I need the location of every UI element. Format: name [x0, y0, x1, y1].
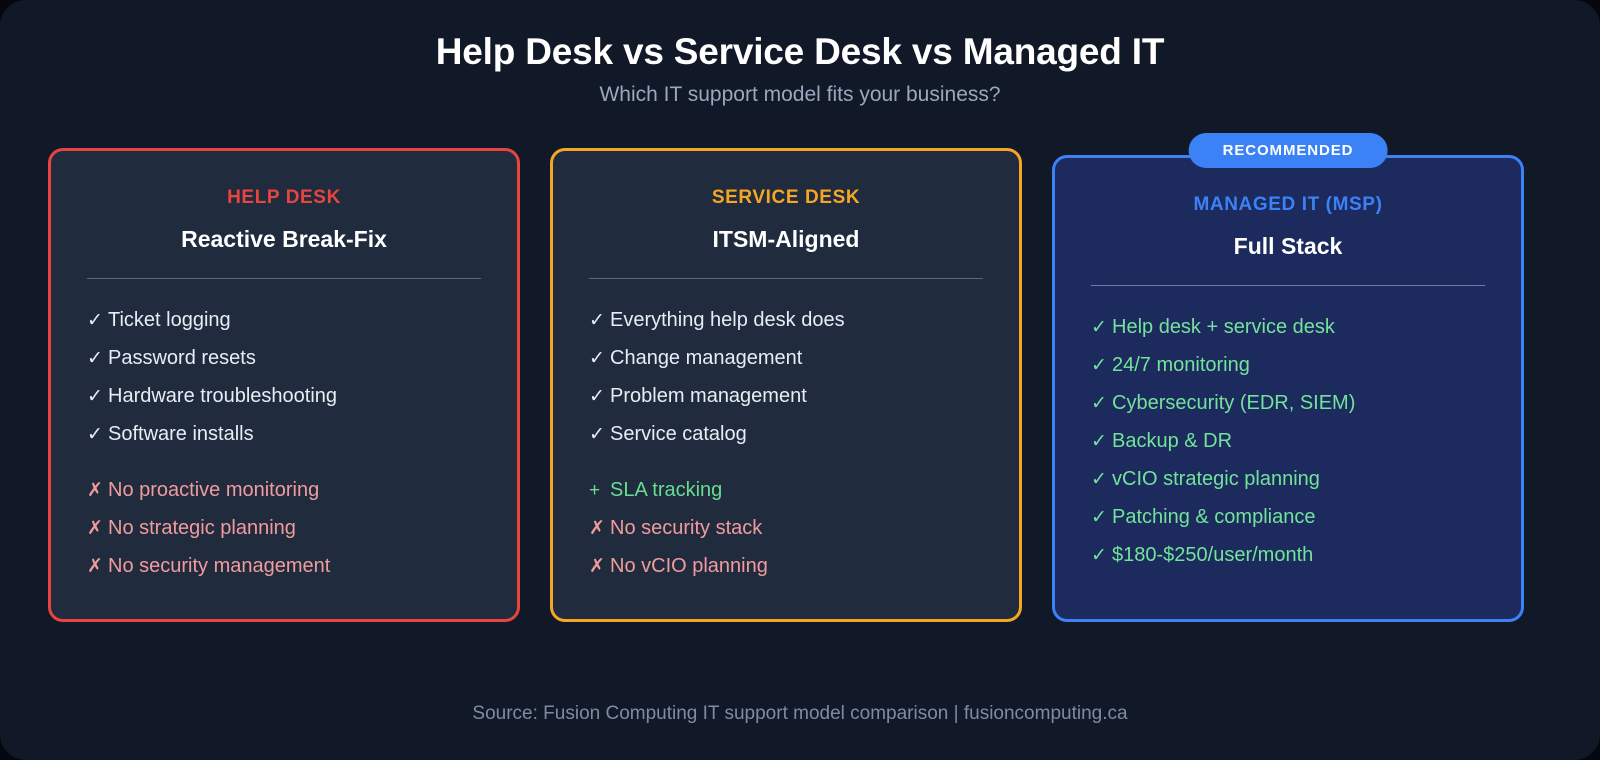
cross-icon: ✗ — [87, 480, 103, 501]
list-item-label: Backup & DR — [1112, 430, 1233, 452]
card-divider — [87, 278, 481, 279]
list-item: ✗No security management — [87, 547, 481, 585]
list-item: ✗No security stack — [589, 509, 983, 547]
list-item-label: No security management — [108, 555, 331, 577]
list-item: ✓$180-$250/user/month — [1091, 536, 1485, 574]
list-item-label: No proactive monitoring — [108, 479, 320, 501]
list-item: ✓24/7 monitoring — [1091, 346, 1485, 384]
check-icon: ✓ — [87, 424, 103, 445]
card-subtitle: Reactive Break-Fix — [181, 226, 387, 252]
list-item-label: No security stack — [610, 517, 763, 539]
check-icon: ✓ — [589, 310, 605, 331]
cross-icon: ✗ — [589, 518, 605, 539]
feature-list: ✓Help desk + service desk✓24/7 monitorin… — [1091, 308, 1485, 574]
list-item-label: Problem management — [610, 385, 807, 407]
check-icon: ✓ — [1091, 355, 1107, 376]
list-group-spacer — [87, 453, 481, 471]
list-item: ✓Cybersecurity (EDR, SIEM) — [1091, 384, 1485, 422]
card-subtitle: ITSM-Aligned — [712, 226, 860, 252]
list-item: + SLA tracking — [589, 471, 983, 509]
check-icon: ✓ — [1091, 393, 1107, 414]
list-item: ✓Change management — [589, 339, 983, 377]
list-item: ✓Backup & DR — [1091, 422, 1485, 460]
list-item-label: Service catalog — [610, 423, 747, 445]
check-icon: ✓ — [1091, 469, 1107, 490]
feature-list: ✓Everything help desk does✓Change manage… — [589, 301, 983, 585]
list-item: ✗No vCIO planning — [589, 547, 983, 585]
page-subtitle: Which IT support model fits your busines… — [599, 83, 1001, 107]
check-icon: ✓ — [1091, 545, 1107, 566]
list-item-label: Hardware troubleshooting — [108, 385, 338, 407]
card-divider — [1091, 285, 1485, 286]
list-item-label: $180-$250/user/month — [1112, 544, 1314, 566]
header: Help Desk vs Service Desk vs Managed IT … — [0, 0, 1600, 107]
cross-icon: ✗ — [87, 518, 103, 539]
plus-icon: + — [589, 480, 601, 501]
list-item: ✓Hardware troubleshooting — [87, 377, 481, 415]
card-subtitle: Full Stack — [1233, 233, 1343, 259]
list-item-label: Everything help desk does — [610, 309, 845, 331]
list-item: ✓Patching & compliance — [1091, 498, 1485, 536]
list-item: ✓Help desk + service desk — [1091, 308, 1485, 346]
cross-icon: ✗ — [87, 556, 103, 577]
list-item-label: Password resets — [108, 347, 256, 369]
card-divider — [589, 278, 983, 279]
check-icon: ✓ — [1091, 317, 1107, 338]
check-icon: ✓ — [87, 386, 103, 407]
list-item: ✗No proactive monitoring — [87, 471, 481, 509]
check-icon: ✓ — [589, 348, 605, 369]
check-icon: ✓ — [1091, 431, 1107, 452]
list-item-label: Ticket logging — [108, 309, 231, 331]
list-item-label: No strategic planning — [108, 517, 296, 539]
cross-icon: ✗ — [589, 556, 605, 577]
list-item: ✗No strategic planning — [87, 509, 481, 547]
source-note: Source: Fusion Computing IT support mode… — [472, 703, 1128, 724]
list-item-label: vCIO strategic planning — [1112, 468, 1320, 490]
list-item-label: SLA tracking — [610, 479, 723, 501]
card-kicker: MANAGED IT (MSP) — [1193, 194, 1383, 215]
feature-list: ✓Ticket logging✓Password resets✓Hardware… — [87, 301, 481, 585]
check-icon: ✓ — [589, 424, 605, 445]
check-icon: ✓ — [1091, 507, 1107, 528]
card-kicker: SERVICE DESK — [711, 187, 861, 208]
list-item-label: No vCIO planning — [610, 555, 768, 577]
list-item-label: Help desk + service desk — [1112, 316, 1335, 338]
list-item: ✓Problem management — [589, 377, 983, 415]
list-item-label: Software installs — [108, 423, 254, 445]
card-kicker: HELP DESK — [227, 187, 341, 208]
list-item: ✓Everything help desk does — [589, 301, 983, 339]
check-icon: ✓ — [87, 310, 103, 331]
list-item: ✓Ticket logging — [87, 301, 481, 339]
recommended-badge: RECOMMENDED — [1188, 133, 1388, 168]
list-item: ✓Service catalog — [589, 415, 983, 453]
list-item-label: Patching & compliance — [1112, 506, 1316, 528]
list-item-label: Cybersecurity (EDR, SIEM) — [1112, 392, 1356, 414]
list-item: ✓Software installs — [87, 415, 481, 453]
list-item-label: 24/7 monitoring — [1112, 354, 1250, 376]
check-icon: ✓ — [589, 386, 605, 407]
list-item: ✓Password resets — [87, 339, 481, 377]
page-title: Help Desk vs Service Desk vs Managed IT — [435, 31, 1165, 72]
list-item-label: Change management — [610, 347, 803, 369]
list-item: ✓vCIO strategic planning — [1091, 460, 1485, 498]
check-icon: ✓ — [87, 348, 103, 369]
list-group-spacer — [589, 453, 983, 471]
